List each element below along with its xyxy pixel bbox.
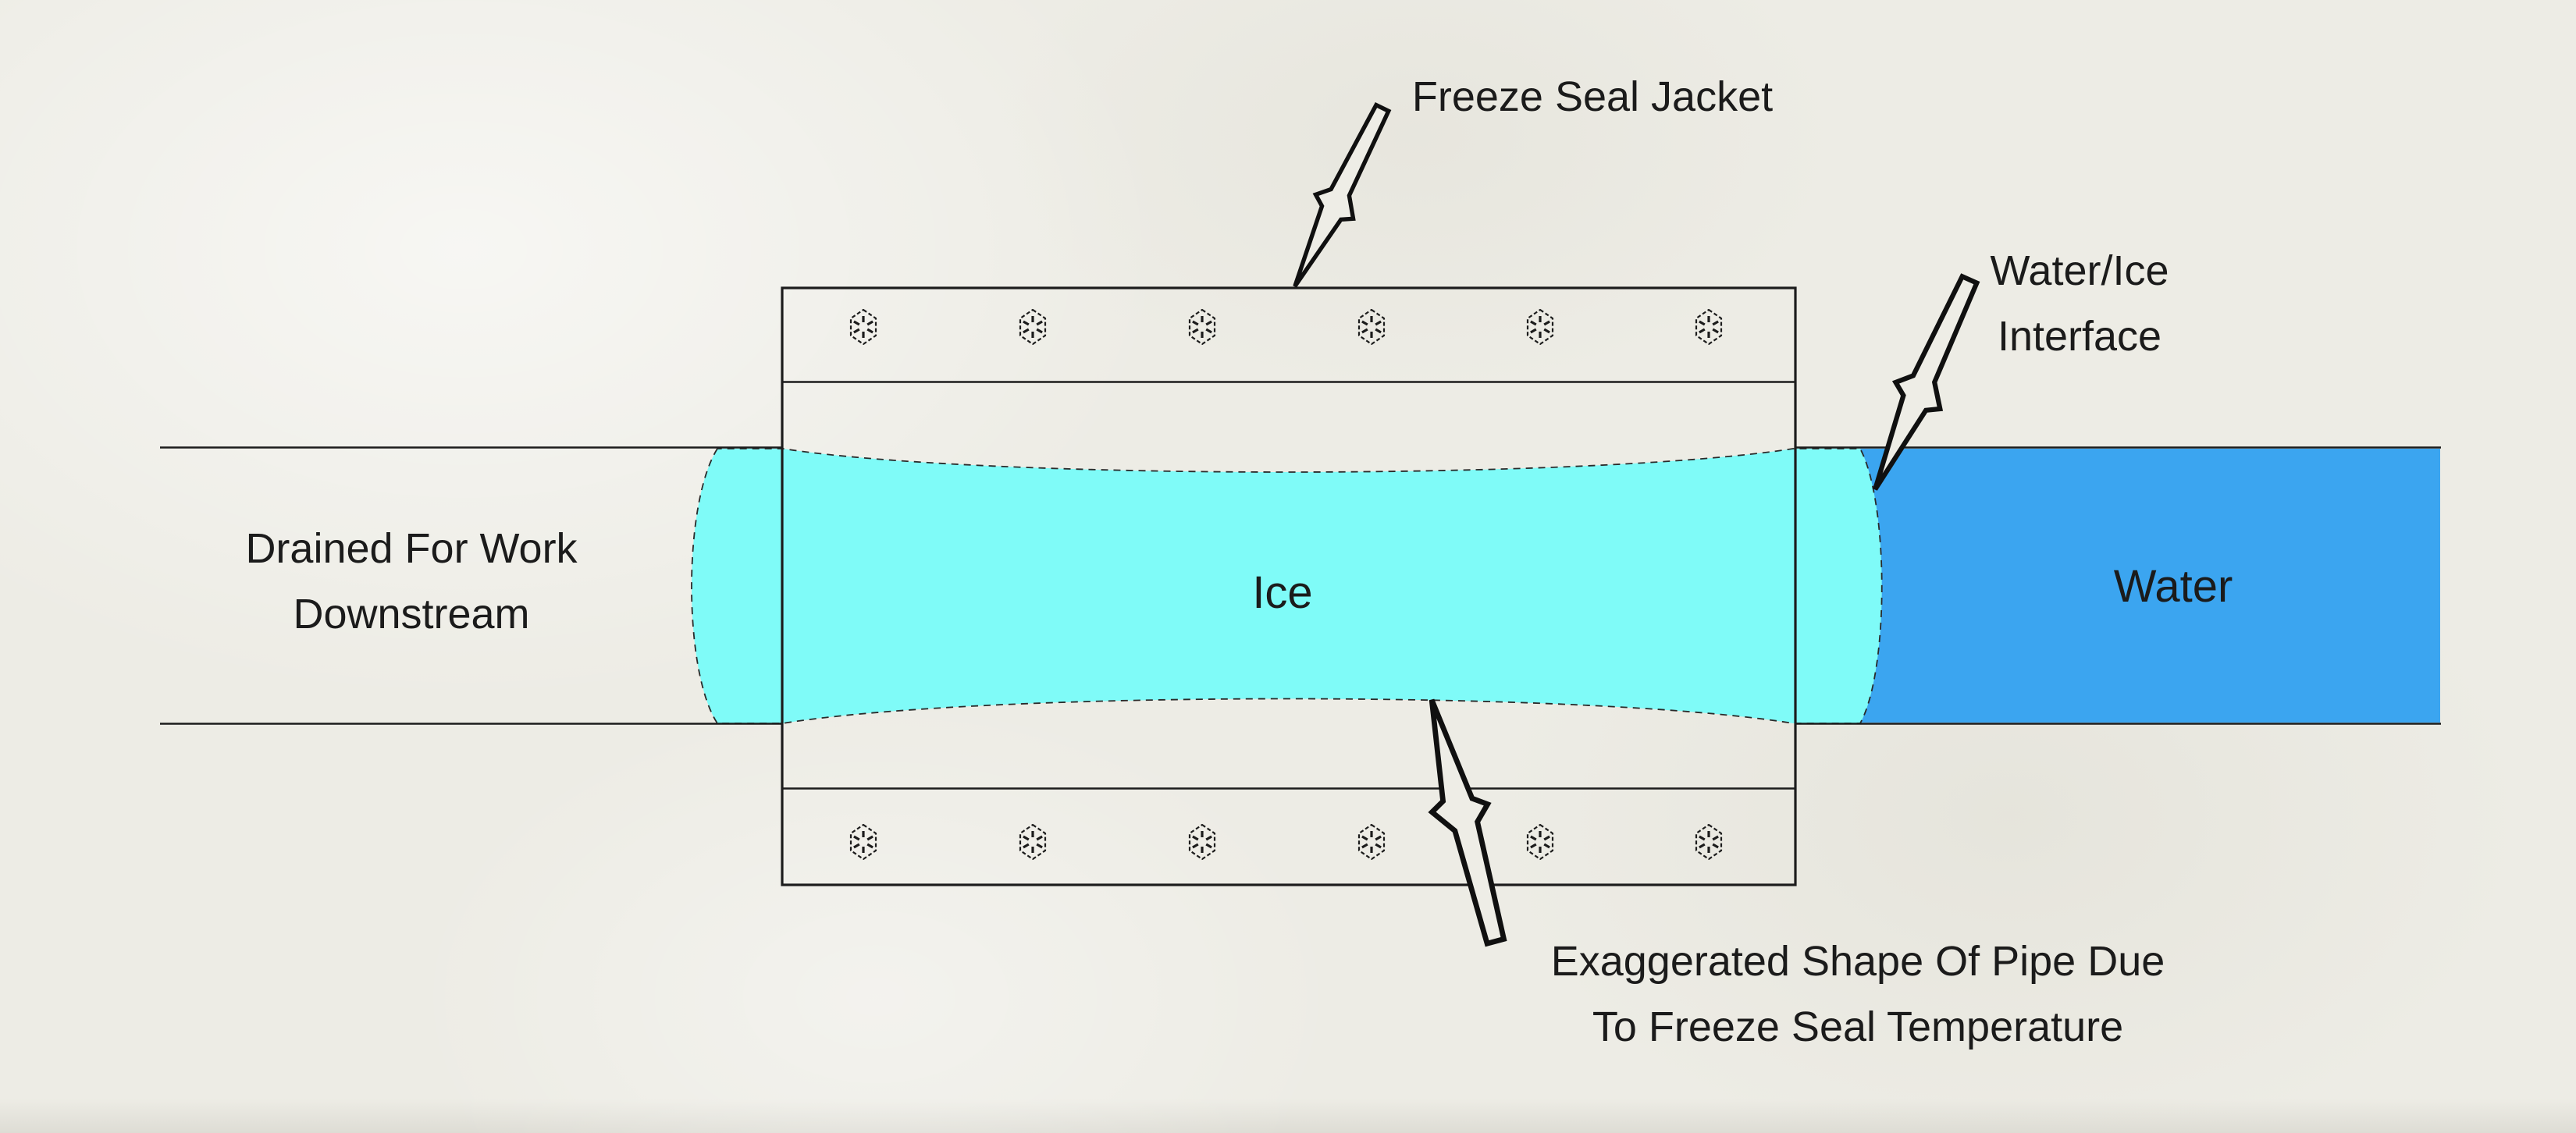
snowflake-icon xyxy=(1188,308,1216,346)
snowflake-icon xyxy=(1188,823,1216,861)
snowflake-icon xyxy=(1357,308,1386,346)
snowflake-icon xyxy=(1526,308,1554,346)
snowflake-icon xyxy=(1526,823,1554,861)
pipe-shape-arrow xyxy=(1404,693,1522,949)
water-label: Water xyxy=(2113,561,2233,612)
ice-label: Ice xyxy=(1252,567,1313,618)
drained-line2: Downstream xyxy=(293,591,530,638)
snowflake-icon xyxy=(1019,308,1047,346)
snowflake-icon xyxy=(1357,823,1386,861)
snowflake-icon xyxy=(849,308,877,346)
freeze-seal-jacket-label: Freeze Seal Jacket xyxy=(1411,73,1774,120)
snowflake-icon xyxy=(849,823,877,861)
pipe-walls xyxy=(160,446,2441,725)
freeze-seal-jacket-outline xyxy=(781,286,1797,886)
drained-downstream-label: Drained For Work Downstream xyxy=(245,516,577,647)
water-ice-interface-label: Water/Ice Interface xyxy=(1990,238,2169,369)
drained-line1: Drained For Work xyxy=(245,525,578,572)
exaggerated-line1: Exaggerated Shape Of Pipe Due xyxy=(1550,938,2165,985)
exaggerated-line2: To Freeze Seal Temperature xyxy=(1592,1003,2124,1050)
snowflake-icon xyxy=(1695,308,1723,346)
water-ice-interface-line1: Water/Ice xyxy=(1990,247,2169,294)
water-region xyxy=(1819,449,2440,723)
freeze-seal-jacket xyxy=(781,286,1797,886)
snowflake-icon xyxy=(1019,823,1047,861)
snowflake-icon xyxy=(1695,823,1723,861)
exaggerated-pipe-label: Exaggerated Shape Of Pipe Due To Freeze … xyxy=(1551,929,2165,1060)
water-ice-interface-line2: Interface xyxy=(1997,313,2162,360)
freeze-seal-jacket-arrow xyxy=(1276,98,1402,297)
